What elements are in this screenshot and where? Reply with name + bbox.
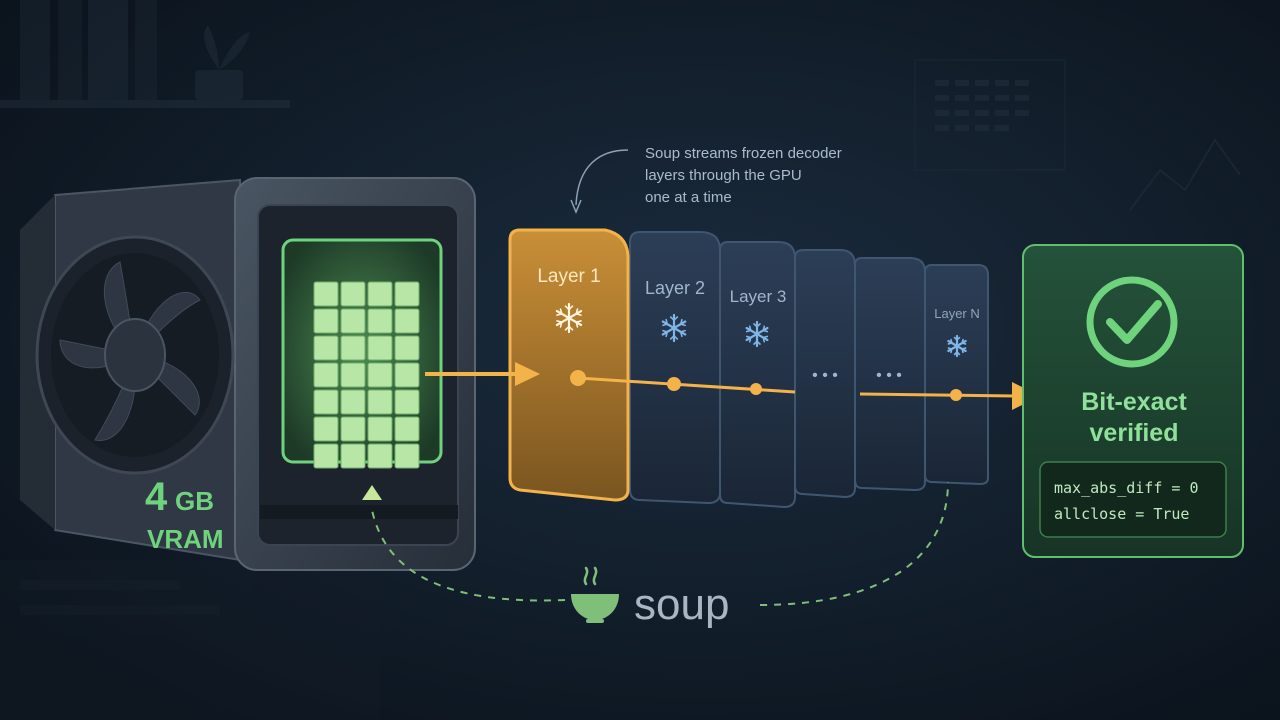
layer-card-1 [508,228,630,502]
layer-1-label: Layer 1 [537,266,600,287]
chip-block [313,443,339,469]
result-title-line-1: Bit-exact [1081,388,1187,416]
chip-block [367,362,393,388]
return-path-right [759,481,949,606]
chip-block [367,335,393,361]
fan-icon [35,235,235,475]
snowflake-icon [555,302,583,334]
chip-block [313,308,339,334]
snowflake-group [555,302,967,358]
snowflake-icon [745,320,769,348]
vram-label: VRAM [147,524,224,554]
chip-blocks [313,281,420,469]
chip-block [313,416,339,442]
chip-block [367,281,393,307]
annotation-line-2: layers through the GPU [645,167,802,184]
metrics-box [1039,461,1227,538]
chip-block [313,335,339,361]
chip-block [340,443,366,469]
chip-block [313,281,339,307]
chip-block [340,362,366,388]
gpu-vent [260,505,458,519]
flow-node-2 [667,377,681,391]
chip-block [367,389,393,415]
background-decor [0,0,1241,211]
gpu-to-layer-arrowhead [515,362,540,386]
chip-block [394,335,420,361]
chip-block [313,362,339,388]
gpu-card: 4 GB VRAM [20,177,476,571]
layer-card-4 [794,249,856,499]
vram-chip [281,238,443,469]
flow-node-1 [570,370,586,386]
flow-node-3 [750,383,762,395]
layer-card-2 [629,231,721,505]
vram-amount: 4 [145,475,168,519]
data-flow [425,362,1040,410]
chip-block [367,308,393,334]
metric-allclose: allclose = True [1054,505,1189,523]
chip-block [394,362,420,388]
result-title-line-2: verified [1090,419,1179,447]
vram-unit: GB [175,486,214,516]
layer-2-label: Layer 2 [645,278,705,298]
snowflake-icon [661,313,687,343]
result-panel: Bit-exact verified max_abs_diff = 0 allc… [1022,244,1244,558]
flow-node-n [950,389,962,401]
chip-block [313,389,339,415]
layer-n-label: Layer N [934,306,980,321]
layer-3-label: Layer 3 [730,287,787,306]
metric-max-abs-diff: max_abs_diff = 0 [1054,479,1199,497]
chip-block [340,308,366,334]
brand-name: soup [634,580,729,629]
layer-card-n [924,264,989,486]
chip-block [394,443,420,469]
annotation-line-3: one at a time [645,189,732,206]
layer-card-3 [719,241,796,509]
chip-block [367,443,393,469]
chip-block [394,389,420,415]
annotation-line-1: Soup streams frozen decoder [645,145,842,162]
layer-stack [508,228,989,509]
check-circle-icon [1086,276,1178,368]
return-path-left [371,509,566,602]
chip-block [340,281,366,307]
chip-block [394,308,420,334]
layer-to-result-line [859,392,1016,398]
layer-4-ellipsis: • • • [812,367,838,384]
return-loop [371,481,949,606]
annotation: Soup streams frozen decoder layers throu… [570,145,842,214]
annotation-arrowhead [570,199,582,214]
soup-bowl-icon [571,566,619,623]
layer-card-5 [854,257,926,492]
chip-block [340,389,366,415]
annotation-curve [575,149,629,206]
chip-block [394,281,420,307]
chip-block [340,416,366,442]
chip-block [340,335,366,361]
layer-5-ellipsis: • • • [876,367,902,384]
snowflake-icon [947,334,967,358]
soup-logo: soup [571,566,729,629]
upload-arrowhead [362,485,382,500]
chip-block [394,416,420,442]
chip-block [367,416,393,442]
